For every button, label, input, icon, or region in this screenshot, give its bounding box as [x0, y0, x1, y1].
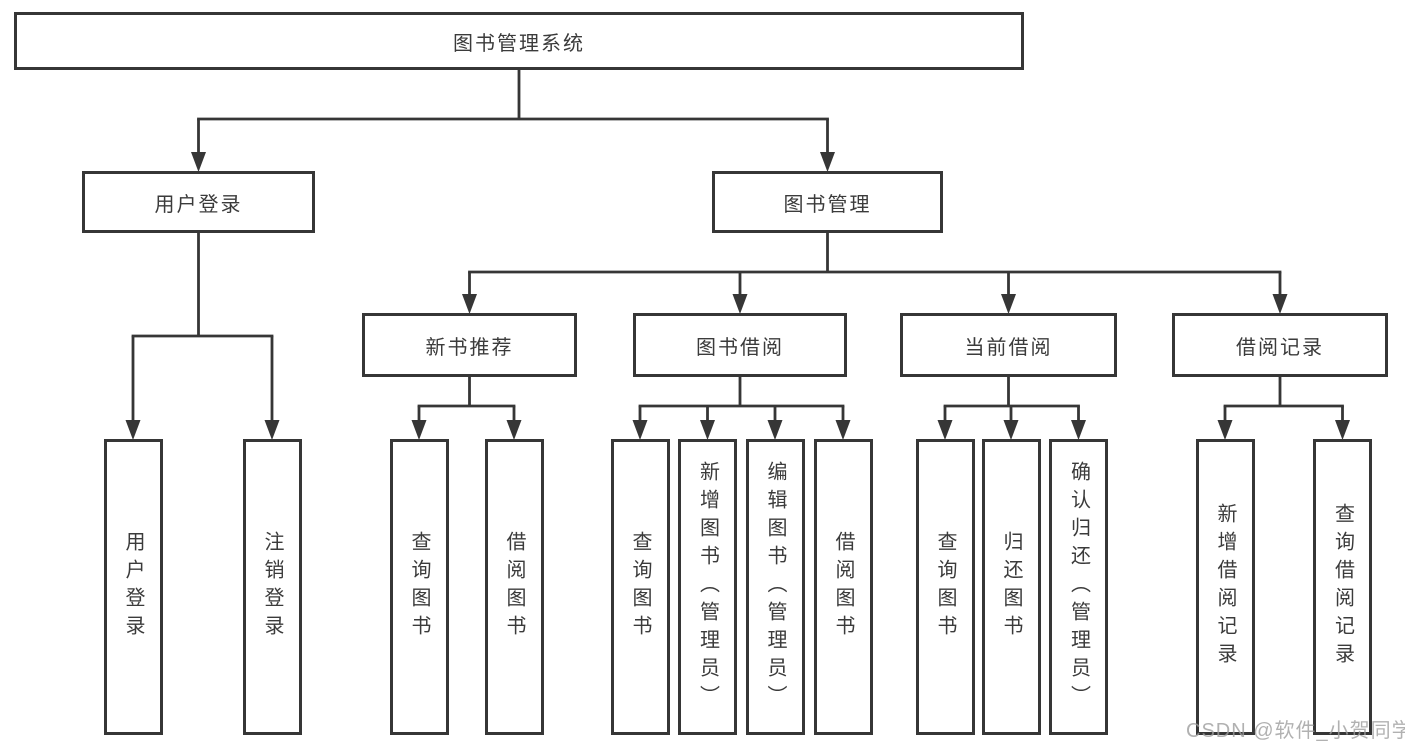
- arrowhead-icon: [1071, 420, 1086, 440]
- node-label: 借阅图书: [503, 531, 525, 643]
- node-label: 新增借阅记录: [1214, 503, 1236, 671]
- node-label: 图书管理: [783, 193, 872, 216]
- node-label: 图书借阅: [696, 336, 784, 359]
- node-label: 编辑图书（管理员）: [764, 461, 786, 713]
- arrowhead-icon: [1272, 294, 1288, 314]
- node-label: 归还图书: [1000, 531, 1022, 643]
- node-leaf-borrow-books-1: 借阅图书: [484, 439, 544, 735]
- node-borrow-records: 借阅记录: [1172, 313, 1388, 377]
- node-label: 查询图书: [408, 531, 430, 643]
- node-label: 查询借阅记录: [1331, 503, 1354, 671]
- node-label: 查询图书: [934, 531, 956, 643]
- arrowhead-icon: [1003, 420, 1019, 440]
- node-root: 图书管理系统: [14, 12, 1024, 70]
- arrowhead-icon: [462, 294, 477, 314]
- node-label: 新增图书（管理员）: [696, 461, 719, 713]
- arrowhead-icon: [1217, 420, 1233, 440]
- node-new-book-rec: 新书推荐: [362, 313, 577, 377]
- node-leaf-logout: 注销登录: [242, 439, 302, 735]
- arrowhead-icon: [506, 420, 522, 440]
- node-label: 图书管理系统: [453, 32, 585, 55]
- node-user-login: 用户登录: [82, 171, 315, 233]
- node-leaf-query-books-1: 查询图书: [389, 439, 449, 735]
- node-leaf-query-books-3: 查询图书: [915, 439, 975, 735]
- node-leaf-return-books: 归还图书: [981, 439, 1041, 735]
- node-label: 借阅图书: [832, 531, 854, 643]
- node-label: 当前借阅: [964, 336, 1053, 359]
- node-label: 用户登录: [122, 531, 144, 643]
- arrowhead-icon: [1335, 420, 1350, 440]
- node-label: 借阅记录: [1236, 336, 1324, 359]
- node-label: 新书推荐: [425, 336, 514, 359]
- arrowhead-icon: [1001, 294, 1016, 314]
- node-leaf-borrow-books-2: 借阅图书: [813, 439, 873, 735]
- node-leaf-query-borrow-record: 查询借阅记录: [1313, 439, 1372, 735]
- arrowhead-icon: [191, 152, 206, 172]
- node-book-borrow: 图书借阅: [633, 313, 847, 377]
- node-label: 查询图书: [629, 531, 651, 643]
- node-label: 注销登录: [261, 531, 283, 643]
- arrowhead-icon: [820, 152, 835, 172]
- node-leaf-edit-books: 编辑图书（管理员）: [745, 439, 805, 735]
- node-leaf-user-login: 用户登录: [103, 439, 163, 735]
- node-label: 用户登录: [154, 193, 243, 216]
- arrowhead-icon: [125, 420, 141, 440]
- node-leaf-confirm-return: 确认归还（管理员）: [1049, 439, 1108, 735]
- arrowhead-icon: [835, 420, 851, 440]
- node-current-borrow: 当前借阅: [900, 313, 1117, 377]
- arrowhead-icon: [632, 420, 648, 440]
- arrowhead-icon: [732, 294, 748, 314]
- node-book-mgmt: 图书管理: [712, 171, 943, 233]
- arrowhead-icon: [767, 420, 783, 440]
- watermark: CSDN @软件_小贺同学: [1186, 720, 1405, 742]
- arrowhead-icon: [700, 420, 715, 440]
- node-leaf-add-borrow-record: 新增借阅记录: [1195, 439, 1255, 735]
- node-leaf-query-books-2: 查询图书: [610, 439, 670, 735]
- arrowhead-icon: [264, 420, 280, 440]
- arrowhead-icon: [411, 420, 427, 440]
- node-label: 确认归还（管理员）: [1067, 461, 1090, 713]
- arrowhead-icon: [937, 420, 953, 440]
- node-leaf-add-books: 新增图书（管理员）: [678, 439, 737, 735]
